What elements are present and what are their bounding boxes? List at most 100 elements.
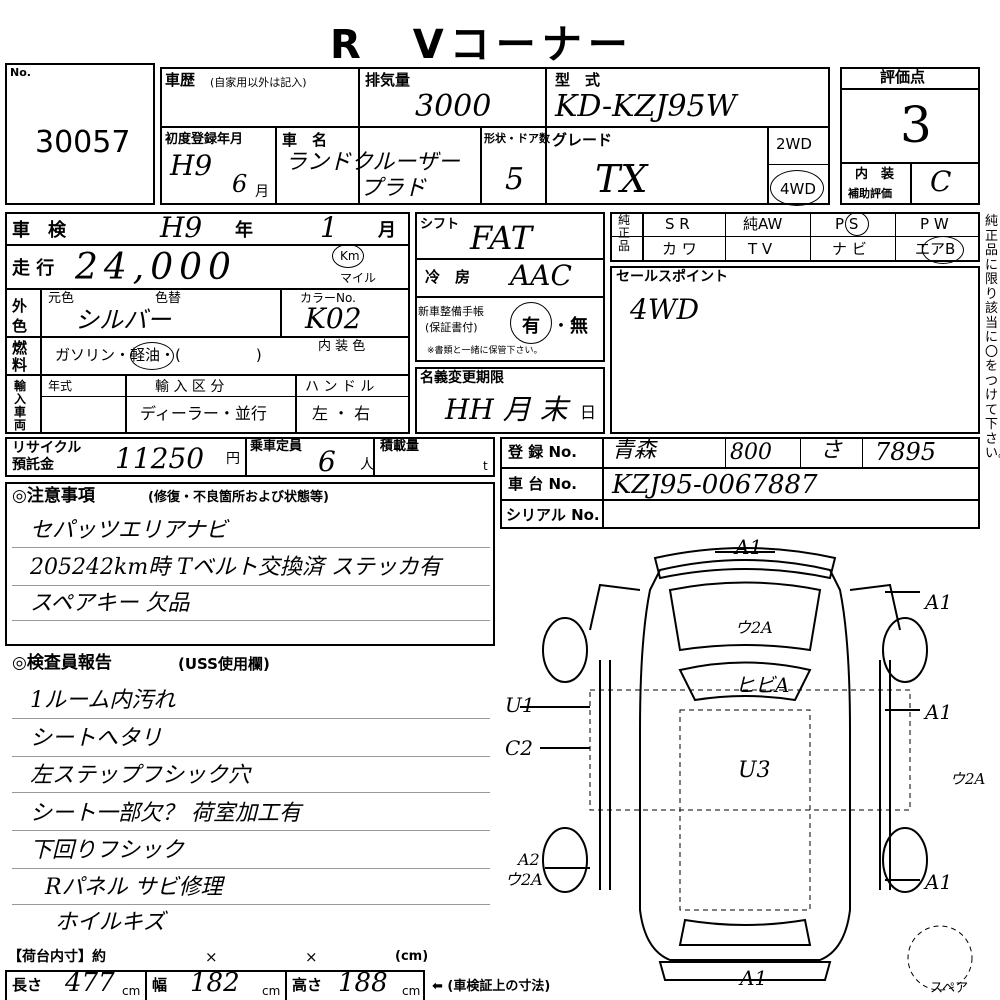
ps-circle (845, 212, 869, 236)
import-division-value: ディーラー・並行 (140, 404, 267, 423)
lot-box (5, 63, 155, 205)
height-label: 高さ (292, 976, 323, 994)
airbag-circle (922, 236, 964, 264)
manual-label2: (保証書付) (425, 321, 478, 334)
cargo-unit: (cm) (395, 949, 429, 964)
sales-point-label: セールスポイント (616, 269, 728, 285)
name-change-box (415, 367, 605, 434)
cargo-label: 【荷台内寸】約 (8, 949, 106, 965)
mark-right-front: A1 (925, 590, 953, 614)
inspection-label: 車 検 (12, 220, 66, 241)
car-name-value1: ランドクルーザー (285, 150, 460, 175)
score-value: 3 (900, 96, 932, 154)
color-no-label: カラーNo. (300, 291, 356, 305)
mark-front: A1 (735, 535, 763, 559)
notes-line-2: 205242km時 Tベルト交換済 ステッカ有 (30, 555, 441, 580)
dims-note: ⬅ (車検証上の寸法) (432, 979, 551, 994)
2wd-label: 2WD (776, 135, 812, 153)
middle-left-box (5, 212, 410, 434)
shift-value: FAT (470, 219, 533, 257)
width-label: 幅 (152, 976, 168, 994)
cargo-x1: × (205, 948, 218, 966)
vehicle-info-box (160, 67, 830, 205)
recycle-label2: 預託金 (12, 457, 54, 473)
inspector-title: ◎検査員報告 (12, 653, 112, 673)
option-tv: T V (748, 240, 773, 258)
aircon-value: AAC (510, 259, 572, 292)
options-box (610, 212, 980, 262)
first-reg-month-unit: 月 (255, 184, 269, 200)
width-value: 182 (190, 968, 240, 998)
mark-right-mid: A1 (925, 700, 953, 724)
first-reg-month: 6 (232, 170, 248, 198)
sales-point-box (610, 266, 980, 434)
page-title: R Vコーナー (330, 22, 634, 68)
notes-line-3: スペアキー 欠品 (30, 591, 190, 616)
color-no-value: K02 (305, 302, 362, 335)
registration-area: 青森 (612, 438, 657, 463)
history-label: 車歴 (165, 71, 196, 89)
manual-note: ※書類と一緒に保管下さい。 (427, 346, 543, 356)
shift-box (415, 212, 605, 362)
notes-box (5, 482, 495, 646)
model-code-value: KD-KZJ95W (555, 89, 737, 124)
4wd-circle (770, 170, 824, 206)
option-label-genuine: 純正品 (618, 213, 631, 253)
name-change-label: 名義変更期限 (420, 370, 504, 386)
handle-label: ハ ン ド ル (305, 379, 375, 395)
mark-rear: A1 (740, 966, 768, 990)
mark-windshield: ヒビA (735, 673, 790, 697)
recycle-unit: 円 (226, 451, 240, 467)
notes-title: ◎注意事項 (12, 486, 95, 506)
doors-value: 5 (505, 162, 525, 197)
interior-color-label: 内 装 色 (318, 339, 366, 354)
mark-left-rear2: ウ2A (505, 870, 543, 889)
interior-label: 内 装 (855, 167, 895, 182)
serial-label: シリアル No. (506, 506, 600, 524)
handle-value: 左 ・ 右 (312, 404, 371, 423)
aircon-label: 冷 房 (425, 268, 471, 286)
capacity-unit: 人 (360, 457, 374, 473)
registration-number: 7895 (875, 438, 937, 466)
mark-right-rear-wheel: ウ2A (950, 770, 986, 788)
inspector-line-5: 下回りフシック (30, 838, 185, 863)
orig-color-label: 元色 (48, 291, 75, 306)
doors-label: 形状・ドア数 (484, 132, 550, 145)
recycle-box (5, 437, 495, 477)
notes-line-1: セパッツエリアナビ (30, 518, 228, 543)
name-change-day: 日 (580, 403, 597, 422)
inspector-line-7: ホイルキズ (55, 910, 166, 935)
spare-label: スペア (930, 981, 969, 996)
capacity-label: 乗車定員 (250, 439, 303, 454)
manual-yes-circle (510, 302, 552, 344)
mark-hood: ウ2A (735, 618, 773, 637)
registration-label: 登 録 No. (508, 443, 578, 461)
car-name-label: 車 名 (282, 131, 328, 149)
inspector-line-1: 1ルーム内汚れ (30, 688, 176, 713)
chassis-label: 車 台 No. (508, 475, 578, 493)
inspection-month-unit: 月 (378, 220, 396, 241)
registration-kana: さ (820, 438, 843, 463)
shift-label: シフト (420, 217, 460, 232)
option-aw: 純AW (743, 215, 783, 233)
inspection-month: 1 (320, 211, 338, 244)
interior-value: C (930, 165, 952, 198)
displacement-label: 排気量 (365, 71, 411, 89)
inspection-era: H9 (160, 211, 203, 244)
diesel-circle (130, 342, 174, 370)
height-value: 188 (338, 968, 388, 998)
length-unit: cm (122, 984, 141, 998)
lot-label: No. (10, 66, 31, 79)
inspector-subtitle: (USS使用欄) (178, 655, 270, 673)
mark-left-front: U1 (505, 693, 535, 717)
grade-label: グレード (552, 131, 613, 149)
options-side-note: 純正品に限り該当に〇をつけて下さい。 (985, 214, 1000, 461)
grade-value: TX (595, 157, 648, 201)
import-division-label: 輸 入 区 分 (155, 379, 225, 395)
vehicle-damage-diagram (520, 547, 973, 991)
inspection-year-unit: 年 (235, 220, 253, 241)
import-label: 輸入車両 (14, 379, 27, 432)
lot-number: 30057 (35, 125, 131, 160)
inspector-line-6: Rパネル サビ修理 (45, 875, 223, 900)
option-navi: ナ ビ (832, 240, 867, 258)
